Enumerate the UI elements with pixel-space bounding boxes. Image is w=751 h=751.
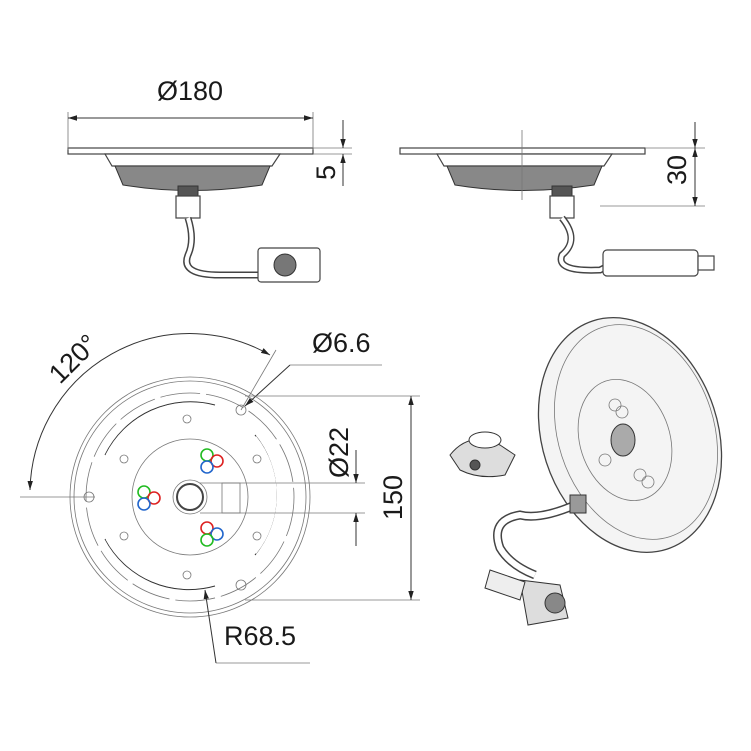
side-view-right: 30 — [399, 122, 715, 277]
dim-thickness-5: 5 — [311, 165, 341, 180]
dim-hole-diameter: Ø6.6 — [312, 328, 371, 358]
front-view: 120° Ø6.6 Ø22 150 R68.5 — [20, 328, 420, 664]
dim-height-30: 30 — [662, 155, 692, 185]
dim-hole-spacing: 150 — [378, 475, 408, 520]
isometric-view — [449, 317, 723, 626]
side-view-left: Ø180 5 — [67, 76, 352, 283]
mounting-holes — [83, 404, 262, 591]
dim-diameter-180: Ø180 — [157, 76, 223, 106]
dim-angle-120: 120° — [43, 329, 104, 390]
dim-center-diameter: Ø22 — [324, 427, 354, 478]
dim-slot-radius: R68.5 — [224, 621, 296, 651]
led-cluster — [137, 448, 224, 547]
